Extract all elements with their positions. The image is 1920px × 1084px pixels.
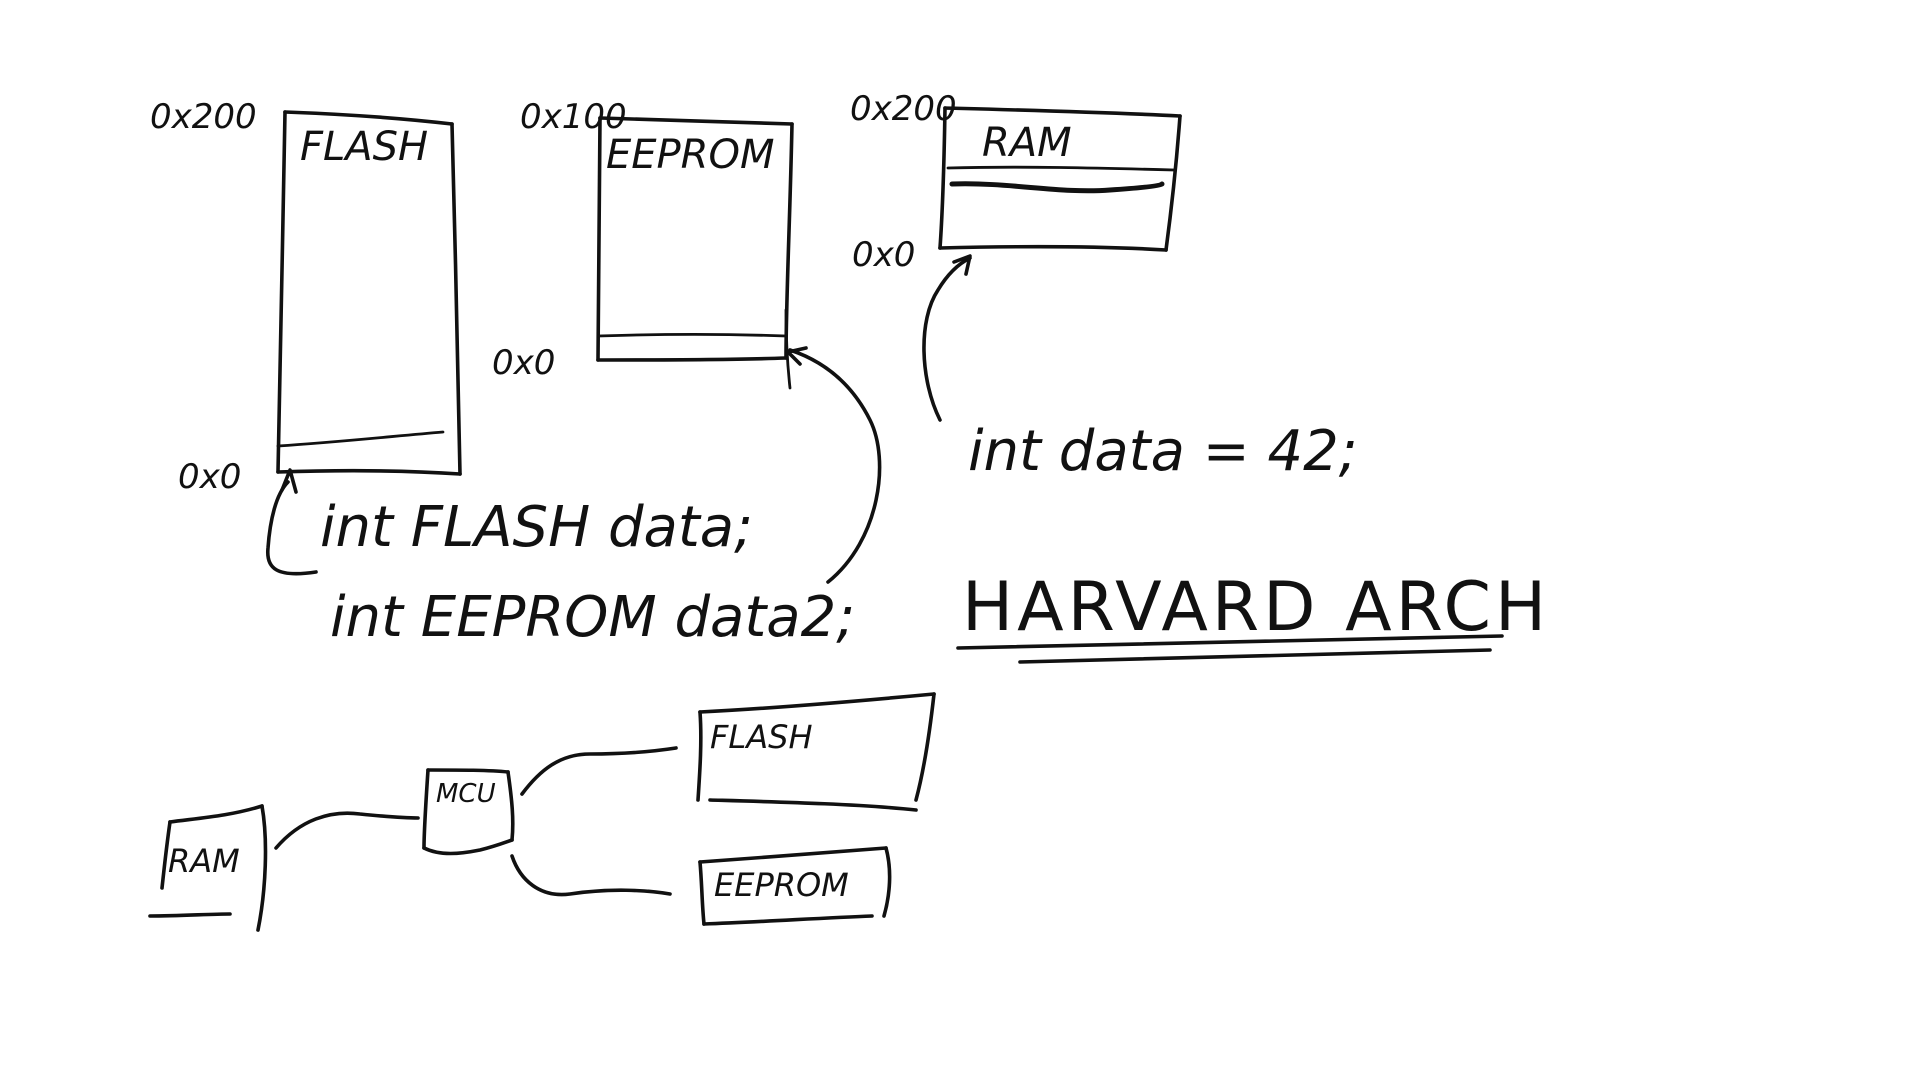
ram-top-edge bbox=[943, 106, 1182, 118]
bus-mcu-left bbox=[422, 768, 430, 850]
flash-addr-top: 0x200 bbox=[150, 97, 257, 137]
bus-eeprom-top bbox=[698, 846, 888, 864]
bus-ram-right bbox=[256, 804, 268, 932]
flash-top-edge bbox=[283, 110, 454, 126]
ram-addr-top: 0x200 bbox=[850, 89, 957, 129]
bus-mcu-right bbox=[506, 770, 515, 842]
title: HARVARD ARCH bbox=[962, 568, 1550, 647]
bus-flash-label: FLASH bbox=[710, 718, 813, 756]
eeprom-bottom-edge bbox=[596, 356, 788, 362]
flash-addr-bottom: 0x0 bbox=[178, 457, 241, 497]
ram-arrow-head bbox=[952, 254, 972, 276]
bus-eeprom-label: EEPROM bbox=[714, 866, 849, 904]
flash-bracket-arrow bbox=[266, 480, 318, 576]
eeprom-declaration: int EEPROM data2; bbox=[330, 585, 855, 650]
ram-right-edge bbox=[1164, 114, 1182, 252]
flash-block: FLASH 0x200 0x0 bbox=[150, 97, 462, 497]
bus-mcu-top bbox=[426, 768, 510, 774]
eeprom-addr-top: 0x100 bbox=[520, 97, 627, 137]
ram-bottom-edge bbox=[938, 244, 1168, 252]
bus-link-mcu-eeprom bbox=[510, 854, 672, 897]
bus-eeprom-left bbox=[698, 860, 706, 926]
ram-divider bbox=[946, 165, 1176, 172]
bus-eeprom-right bbox=[882, 846, 892, 918]
eeprom-left-edge bbox=[596, 116, 602, 362]
ram-declaration: int data = 42; bbox=[968, 419, 1358, 484]
bus-link-mcu-flash bbox=[520, 746, 678, 796]
bus-ram-left bbox=[160, 820, 172, 890]
bus-flash-left bbox=[696, 710, 703, 802]
ram-data-row bbox=[949, 181, 1165, 194]
eeprom-stub bbox=[784, 308, 792, 390]
bus-diagram: RAM MCU FLASH EEPROM bbox=[148, 692, 936, 932]
flash-bottom-edge bbox=[276, 468, 462, 476]
bus-ram-bottom bbox=[148, 912, 232, 918]
eeprom-arrow bbox=[788, 348, 882, 584]
ram-addr-bottom: 0x0 bbox=[852, 235, 915, 275]
title-underline-2 bbox=[1018, 648, 1492, 664]
bus-flash-bottom bbox=[708, 798, 918, 812]
flash-data-row bbox=[276, 430, 445, 448]
ram-arrow bbox=[922, 256, 972, 422]
bus-ram-label: RAM bbox=[168, 842, 240, 880]
eeprom-top-edge bbox=[598, 116, 794, 126]
flash-label: FLASH bbox=[300, 124, 428, 170]
bus-link-ram-mcu bbox=[274, 811, 420, 850]
flash-declaration: int FLASH data; bbox=[320, 495, 753, 560]
bus-flash-top bbox=[698, 692, 936, 714]
bus-eeprom-bottom bbox=[702, 914, 874, 926]
flash-left-edge bbox=[276, 110, 287, 474]
bus-mcu-label: MCU bbox=[436, 779, 496, 809]
ram-block: RAM 0x200 0x0 bbox=[850, 89, 1182, 275]
ram-left-edge bbox=[938, 106, 947, 250]
bus-flash-right bbox=[914, 692, 936, 802]
ram-label: RAM bbox=[982, 120, 1072, 166]
eeprom-data-row bbox=[596, 333, 788, 338]
eeprom-addr-bottom: 0x0 bbox=[492, 343, 555, 383]
title-underline-1 bbox=[956, 634, 1504, 650]
bus-ram-top bbox=[168, 804, 264, 824]
eeprom-label: EEPROM bbox=[606, 132, 774, 178]
flash-right-edge bbox=[450, 122, 462, 476]
eeprom-block: EEPROM 0x100 0x0 bbox=[492, 97, 794, 383]
bus-mcu-bottom bbox=[422, 838, 514, 856]
flash-arrow-head bbox=[280, 468, 298, 494]
